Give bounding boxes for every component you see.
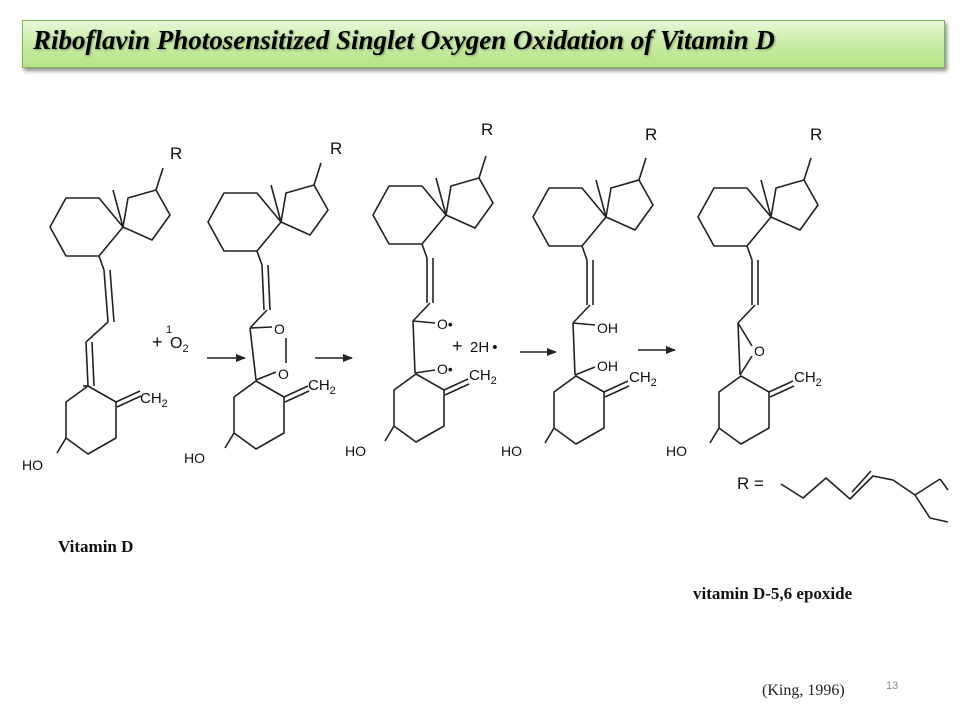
- r-group-label: R: [170, 144, 182, 163]
- structure-diradical: R O• O• CH2 HO: [345, 120, 497, 459]
- citation: (King, 1996): [762, 682, 845, 699]
- structure-text: •: [492, 339, 497, 356]
- structure-text: 2: [491, 375, 497, 387]
- epoxide-label: vitamin D-5,6 epoxide: [693, 584, 853, 603]
- structure-text: R: [645, 125, 657, 144]
- oxygen-label: O2: [170, 335, 189, 355]
- structure-text: O: [754, 343, 765, 359]
- structure-text: CH: [308, 377, 330, 394]
- r-definition-label: R =: [737, 474, 764, 493]
- side-chain: [780, 470, 949, 523]
- structure-text: CH2: [629, 369, 657, 389]
- page-number: 13: [886, 680, 899, 692]
- structure-text: CH2: [469, 367, 497, 387]
- structure-text: CH2: [308, 377, 336, 397]
- structure-diol: R OH OH CH2 HO: [501, 125, 657, 459]
- structure-text: R: [481, 120, 493, 139]
- structure-text: CH2: [794, 369, 822, 389]
- structure-text: OH: [597, 320, 618, 336]
- two-h-radical: 2H•: [470, 339, 497, 356]
- ch2-label: CH2: [140, 390, 168, 410]
- structure-text: CH: [794, 369, 816, 386]
- structure-text: O: [170, 335, 182, 352]
- plus-sign: +: [152, 332, 163, 352]
- structure-endoperoxide: R O O CH2 HO: [184, 139, 342, 466]
- singlet-superscript: 1: [166, 324, 172, 336]
- structure-text: 2: [330, 385, 336, 397]
- structure-text: 2: [182, 343, 188, 355]
- structure-text: HO: [666, 443, 687, 459]
- structure-text: 2H: [470, 339, 489, 356]
- structure-text: O: [278, 366, 289, 382]
- structure-text: R: [810, 125, 822, 144]
- structure-text: O•: [437, 316, 453, 332]
- structure-text: R: [330, 139, 342, 158]
- structure-text: 2: [651, 377, 657, 389]
- structure-text: 2: [162, 398, 168, 410]
- structure-text: CH: [140, 390, 162, 407]
- ho-label: HO: [22, 457, 43, 473]
- title-banner: Riboflavin Photosensitized Singlet Oxyge…: [22, 20, 945, 68]
- structure-text: 2: [816, 377, 822, 389]
- slide-title: Riboflavin Photosensitized Singlet Oxyge…: [33, 25, 775, 55]
- structure-text: HO: [501, 443, 522, 459]
- structure-text: O•: [437, 361, 453, 377]
- structure-text: HO: [184, 450, 205, 466]
- structure-text: HO: [345, 443, 366, 459]
- structure-text: CH: [469, 367, 491, 384]
- vitamin-d-label: Vitamin D: [58, 537, 134, 556]
- structure-vitamin-d: R CH2 HO: [22, 144, 182, 473]
- structure-epoxide: R O CH2 HO: [666, 125, 822, 459]
- structure-text: OH: [597, 358, 618, 374]
- structure-text: O: [274, 321, 285, 337]
- structure-text: CH: [629, 369, 651, 386]
- structure-text: +: [452, 336, 463, 356]
